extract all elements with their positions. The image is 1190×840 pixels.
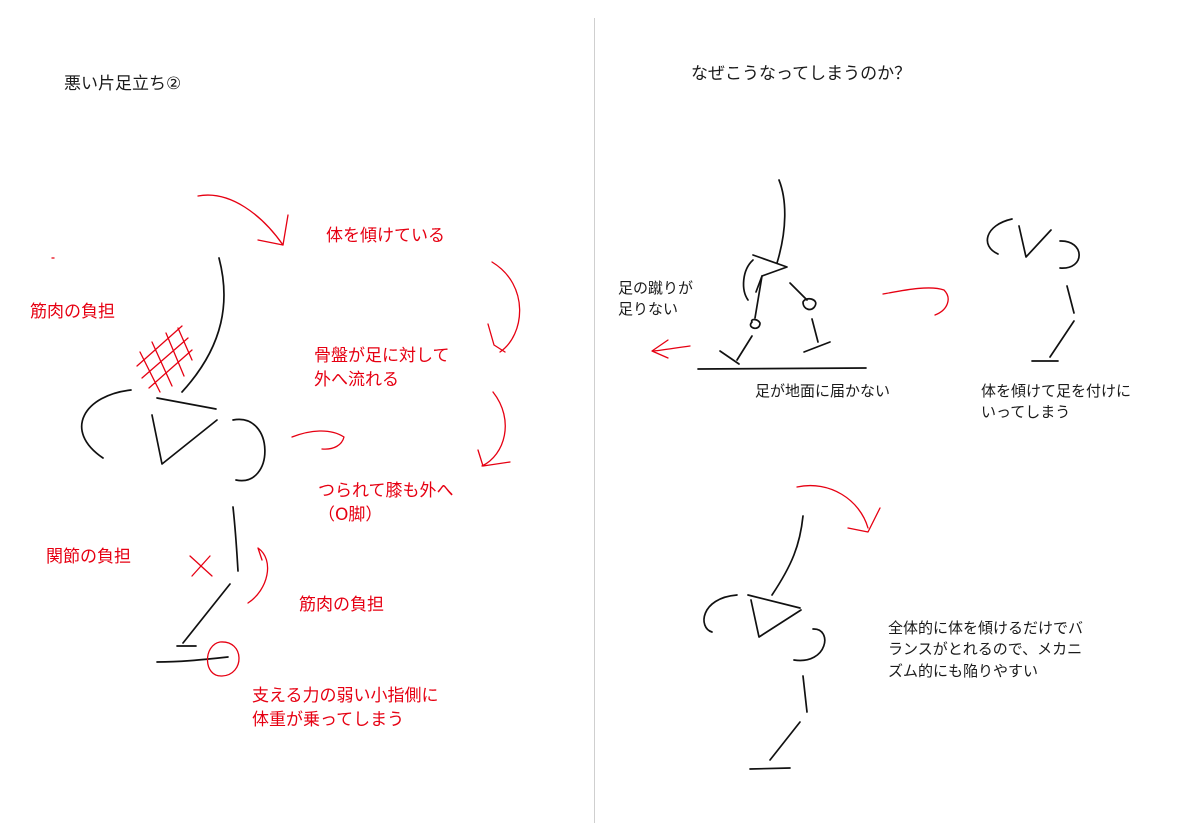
little-toe-circle [206, 641, 240, 677]
right-panel-title: なぜこうなってしまうのか？ [691, 64, 912, 84]
rt-ground-line [697, 367, 867, 370]
label-tilt-to-reach: 体を傾けて足を付けに いってしまう [981, 382, 1132, 422]
rs-hip-left [986, 218, 1013, 255]
left-shin-line [182, 583, 231, 644]
left-foot-line [156, 656, 229, 663]
rt-front-knee [802, 297, 817, 311]
rt-back-shin [736, 335, 753, 361]
label-muscle-load-hip: 筋肉の負担 [30, 302, 115, 322]
knee-rotation-arrow [247, 547, 269, 604]
rb-hip-right [793, 628, 826, 662]
rt-back-toe [719, 350, 740, 365]
bracket-lower [477, 391, 511, 467]
rb-pelvis-v [750, 599, 802, 638]
rb-pelvis-line [747, 594, 801, 609]
left-torso-line [181, 257, 225, 393]
panel-divider [594, 18, 595, 823]
rb-hip-left [703, 594, 738, 633]
rs-pelvis-v [1018, 225, 1052, 258]
rt-front-foot [803, 341, 831, 353]
left-pelvis-v [151, 414, 218, 465]
left-pelvis-line [156, 397, 217, 410]
rb-shin [769, 721, 801, 761]
rt-torso-line [776, 179, 786, 264]
rb-tilt-arrow [796, 485, 881, 533]
rt-back-curve [742, 259, 754, 301]
label-knee-outward: つられて膝も外へ （O脚） [318, 481, 454, 526]
rs-thigh [1066, 285, 1075, 314]
rt-back-thigh [754, 275, 763, 319]
left-hip-right-curve [232, 418, 266, 482]
rt-hip-outline [752, 254, 788, 293]
rt-front-thigh [789, 282, 808, 301]
left-hip-left-curve [80, 389, 132, 459]
rb-foot [749, 767, 791, 770]
cross-joint-mark [189, 555, 213, 577]
label-kick-insufficient: 足の蹴りが 足りない [618, 279, 694, 319]
rb-thigh [802, 675, 808, 713]
right-top-figure-sketch [697, 179, 867, 370]
arrow-middle [291, 430, 345, 450]
transition-arrow [882, 287, 949, 316]
right-small-figure-sketch [986, 218, 1080, 362]
hatch-muscle-hip [136, 325, 193, 393]
label-foot-not-reach: 足が地面に届かない [755, 382, 891, 400]
left-thigh-line [232, 506, 239, 572]
left-annotations [51, 194, 521, 677]
rt-front-shin [811, 318, 819, 343]
rb-torso-line [771, 515, 804, 596]
label-pelvis-outward: 骨盤が足に対して 外へ流れる [314, 346, 450, 391]
right-bottom-annotations [796, 485, 881, 533]
label-joint-load: 関節の負担 [46, 547, 131, 567]
label-tilt-body: 体を傾けている [326, 226, 445, 246]
label-muscle-load-knee: 筋肉の負担 [299, 595, 384, 615]
label-little-toe-weight: 支える力の弱い小指側に 体重が乗ってしまう [252, 686, 439, 731]
right-bottom-figure-sketch [703, 515, 826, 770]
rs-hip-right [1059, 240, 1080, 269]
rs-shin [1049, 320, 1075, 358]
rt-back-knee [749, 318, 761, 330]
arrow-top-curve [197, 194, 284, 246]
kick-arrow [651, 339, 691, 359]
arrow-top-head [257, 214, 289, 246]
right-top-annotations [651, 287, 949, 359]
label-mechanism: 全体的に体を傾けるだけでバ ランスがとれるので、メカニ ズム的にも陥りやすい [888, 619, 1084, 680]
bracket-upper [487, 261, 521, 353]
left-panel-title: 悪い片足立ち② [64, 74, 182, 94]
left-figure-sketch [80, 257, 266, 663]
